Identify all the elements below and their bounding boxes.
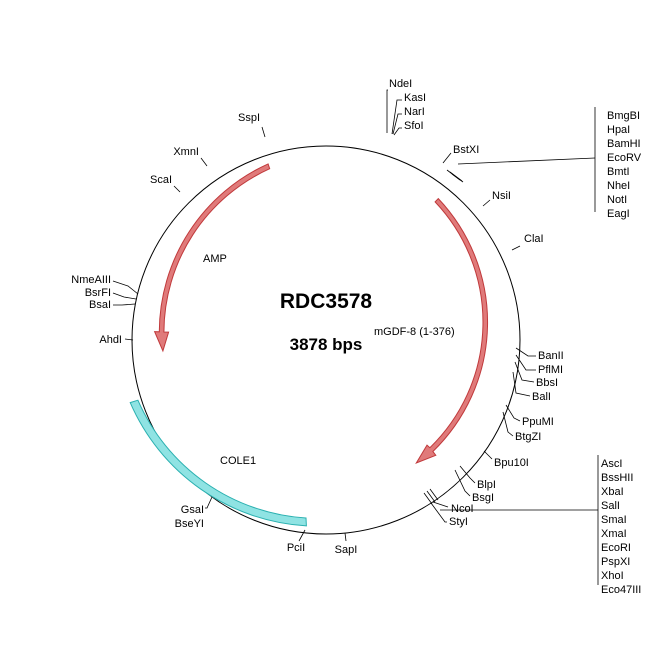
ncoi-line (432, 501, 449, 508)
group-label: SalI (601, 500, 620, 512)
group-label: BmgBI (607, 110, 640, 122)
site-label-bsai: BsaI (89, 299, 111, 311)
styi-line (430, 502, 447, 523)
group-label: EcoRV (607, 152, 642, 164)
site-label-blpi: BlpI (477, 479, 496, 491)
nmeaiii-line (112, 280, 139, 295)
group-label: AscI (601, 458, 622, 470)
group-label: BssHII (601, 472, 633, 484)
feature-cole1: COLE1 (129, 399, 307, 527)
site-label-ppumi: PpuMI (522, 416, 554, 428)
ndel-line (386, 89, 388, 133)
site-label-ndel: NdeI (389, 78, 412, 90)
site-label-xmni: XmnI (173, 146, 199, 158)
xmni-line (200, 157, 208, 167)
bsrfi-line (112, 292, 137, 300)
group-top-right-line (457, 157, 596, 165)
site-label-nmeaiii: NmeAIII (71, 274, 111, 286)
nari-line (392, 113, 402, 135)
bali-line (512, 371, 531, 397)
gsai-line (205, 496, 213, 509)
bpu10i-line (483, 450, 493, 460)
group-bottom-right-tick3 (429, 488, 439, 501)
site-lines (112, 89, 599, 585)
site-label-gsai: GsaI (181, 504, 204, 516)
site-label-bsrfi: BsrFI (85, 287, 111, 299)
site-label-banii: BanII (538, 350, 564, 362)
bsgi-line (454, 469, 471, 497)
site-label-pflmi: PflMI (538, 364, 563, 376)
bbsi-line (514, 361, 535, 383)
group-top-right-tick3 (451, 173, 464, 183)
sfoi-line (393, 127, 402, 136)
site-label-nari: NarI (404, 106, 425, 118)
site-label-clai: ClaI (524, 233, 544, 245)
cole1-block (129, 399, 307, 527)
feature-amp: AMP (153, 163, 271, 353)
site-label-kasi: KasI (404, 92, 426, 104)
amp-arrow (153, 163, 271, 353)
site-label-pcii: PciI (287, 542, 305, 554)
site-label-bseyi: BseYI (175, 518, 204, 530)
btgzi-line (502, 411, 514, 437)
scai-line (173, 185, 181, 193)
blpi-line (459, 465, 476, 484)
site-labels: NdeI KasI NarI SfoI BstXI NsiI ClaI BanI… (71, 78, 563, 556)
site-label-sspi: SspI (238, 112, 260, 124)
site-label-sfoi: SfoI (404, 120, 424, 132)
site-label-bsgi: BsgI (472, 492, 494, 504)
group-label: XhoI (601, 570, 624, 582)
plasmid-name: RDC3578 (280, 290, 373, 313)
group-bottom-right-tick2 (426, 490, 436, 503)
group-top-right-labels: BmgBI HpaI BamHI EcoRV BmtI NheI NotI Ea… (607, 110, 642, 220)
group-label: EagI (607, 208, 630, 220)
bsai-line (113, 303, 136, 306)
pflmi-line (515, 354, 536, 371)
group-label: SmaI (601, 514, 627, 526)
group-label: XmaI (601, 528, 627, 540)
clai-line (511, 245, 521, 251)
nsii-line (482, 199, 491, 207)
site-label-btgzi: BtgZI (515, 431, 541, 443)
site-label-bstxi: BstXI (453, 144, 479, 156)
amp-label: AMP (203, 253, 227, 265)
site-label-scai: ScaI (150, 174, 172, 186)
mgdf8-arrow (415, 197, 489, 465)
sspi-line (261, 126, 266, 138)
site-label-bpu10i: Bpu10I (494, 457, 529, 469)
group-label: EcoRI (601, 542, 631, 554)
ahdi-line (124, 338, 134, 341)
group-label: Eco47III (601, 584, 641, 596)
site-label-ahdi: AhdI (99, 334, 122, 346)
group-label: XbaI (601, 486, 624, 498)
bstxi-line (442, 152, 452, 164)
site-label-ncoi: NcoI (451, 503, 474, 515)
feature-mgdf8: mGDF-8 (1-376) (374, 197, 489, 465)
group-bottom-right-labels: AscI BssHII XbaI SalI SmaI XmaI EcoRI Ps… (601, 458, 641, 596)
group-label: BmtI (607, 166, 630, 178)
group-label: HpaI (607, 124, 630, 136)
plasmid-size: 3878 bps (290, 335, 363, 354)
pcii-line (298, 529, 306, 542)
site-label-bbsi: BbsI (536, 377, 558, 389)
mgdf8-label: mGDF-8 (1-376) (374, 326, 455, 338)
group-label: BamHI (607, 138, 641, 150)
banii-line (515, 347, 536, 357)
kasi-line (391, 99, 402, 135)
group-bottom-right-tick1 (423, 492, 433, 505)
site-label-styi: StyI (449, 516, 468, 528)
site-label-nsii: NsiI (492, 190, 511, 202)
site-label-sapi: SapI (335, 544, 358, 556)
cole1-label: COLE1 (220, 455, 256, 467)
ppumi-line (505, 404, 521, 422)
site-label-bali: BalI (532, 391, 551, 403)
sapi-line (344, 532, 347, 542)
group-label: NheI (607, 180, 630, 192)
group-label: PspXI (601, 556, 630, 568)
group-label: NotI (607, 194, 627, 206)
